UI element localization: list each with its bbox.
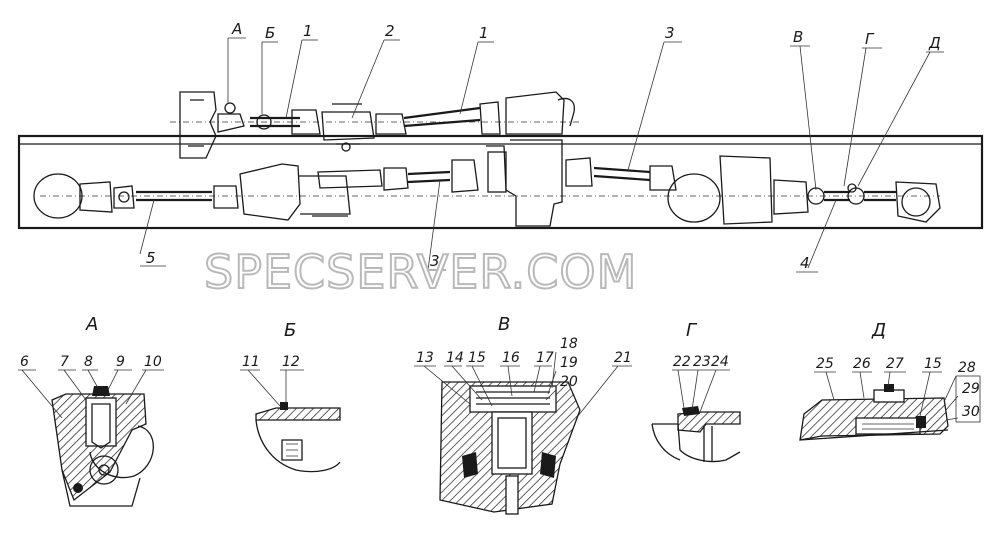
detail-d-label-25: 25 bbox=[816, 356, 834, 372]
detail-g-label-24: 24 bbox=[711, 354, 729, 370]
detail-a-title: А bbox=[85, 314, 98, 335]
detail-v-label-14: 14 bbox=[446, 350, 464, 366]
detail-v-title: В bbox=[498, 314, 510, 335]
detail-d-label-28: 28 bbox=[958, 360, 976, 376]
bottom-callouts: 5 3 4 bbox=[139, 179, 837, 273]
detail-g-label-23: 23 bbox=[693, 354, 711, 370]
callout-5: 5 bbox=[146, 249, 156, 267]
callout-a: А bbox=[231, 20, 242, 38]
detail-a-label-9: 9 bbox=[116, 354, 125, 370]
detail-d-label-27: 27 bbox=[886, 356, 904, 372]
callout-1-right: 1 bbox=[479, 24, 489, 42]
detail-v-label-18: 18 bbox=[560, 336, 578, 352]
detail-d: Д 25 26 27 15 28 29 30 bbox=[799, 320, 981, 441]
detail-b-title: Б bbox=[284, 320, 296, 341]
callout-b: Б bbox=[265, 24, 275, 42]
upper-driveline bbox=[170, 91, 580, 159]
top-callouts: А Б 1 2 1 3 В Г Д bbox=[227, 20, 944, 191]
detail-d-label-30: 30 bbox=[962, 404, 980, 420]
lower-driveline bbox=[33, 139, 941, 227]
detail-g-title: Г bbox=[686, 320, 698, 341]
detail-b-label-12: 12 bbox=[282, 354, 300, 370]
callout-2: 2 bbox=[385, 22, 395, 40]
callout-3-bottom: 3 bbox=[430, 252, 440, 270]
detail-d-title: Д bbox=[871, 320, 886, 341]
detail-a-label-10: 10 bbox=[144, 354, 162, 370]
detail-a-label-7: 7 bbox=[60, 354, 69, 370]
detail-v-label-17: 17 bbox=[536, 350, 554, 366]
callout-4: 4 bbox=[800, 254, 810, 272]
detail-g-label-22: 22 bbox=[673, 354, 691, 370]
callout-d: Д bbox=[928, 34, 941, 52]
detail-b-label-11: 11 bbox=[242, 354, 260, 370]
detail-v-label-20: 20 bbox=[560, 374, 578, 390]
detail-v-label-15: 15 bbox=[468, 350, 486, 366]
callout-1-left: 1 bbox=[303, 22, 313, 40]
detail-v-label-16: 16 bbox=[502, 350, 520, 366]
detail-b: Б 11 12 bbox=[240, 320, 341, 473]
detail-a-label-6: 6 bbox=[20, 354, 29, 370]
detail-v-label-21: 21 bbox=[614, 350, 632, 366]
detail-g: Г 22 23 24 bbox=[651, 320, 741, 463]
frame-outline bbox=[17, 134, 984, 230]
detail-v-label-19: 19 bbox=[560, 355, 578, 371]
detail-v-label-13: 13 bbox=[416, 350, 434, 366]
callout-v: В bbox=[793, 28, 803, 46]
callout-g: Г bbox=[865, 30, 875, 48]
watermark: SPECSERVER.COM bbox=[204, 245, 637, 299]
detail-a: А 6 7 8 9 10 bbox=[18, 314, 164, 507]
detail-d-label-15: 15 bbox=[924, 356, 942, 372]
callout-3-top: 3 bbox=[665, 24, 675, 42]
detail-a-label-8: 8 bbox=[84, 354, 93, 370]
detail-d-label-26: 26 bbox=[853, 356, 871, 372]
detail-d-label-29: 29 bbox=[962, 381, 980, 397]
detail-v: В 13 14 15 16 17 18 19 20 21 bbox=[414, 314, 632, 515]
